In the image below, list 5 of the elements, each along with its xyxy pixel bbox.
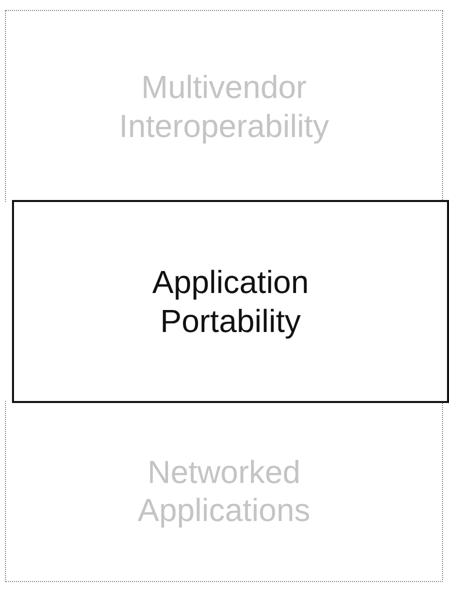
- faded-layer-label: Networked Applications: [136, 452, 312, 530]
- highlighted-layer: [12, 200, 449, 403]
- faded-layer: [5, 401, 443, 582]
- faded-layer-label: Multivendor Interoperability: [118, 68, 330, 145]
- layer-label: Application Portability: [151, 263, 310, 340]
